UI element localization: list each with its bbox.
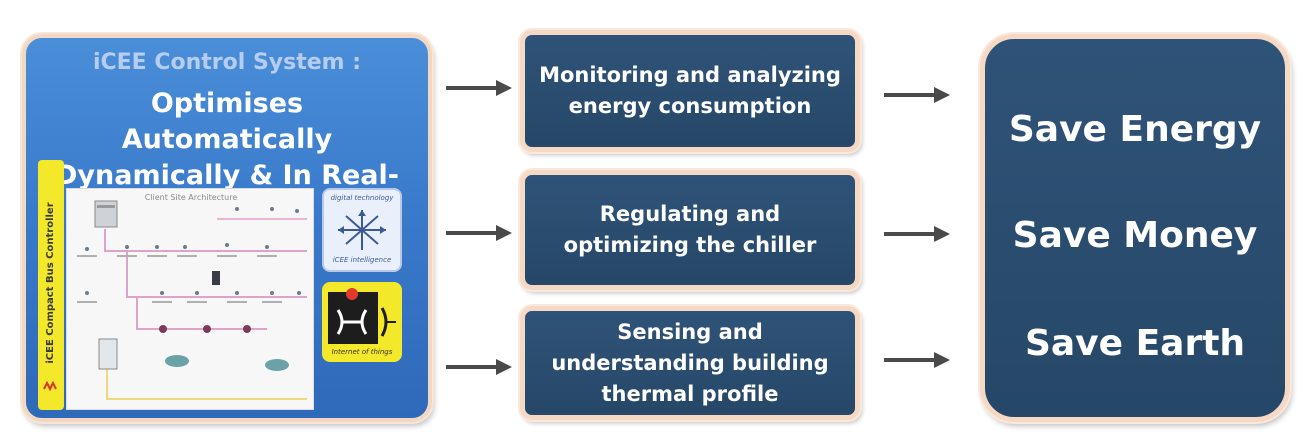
monitoring-process-box: Monitoring and analyzing energy consumpt…	[520, 30, 860, 152]
save-energy-text: Save Energy	[1008, 109, 1262, 150]
compact-bus-controller-label: iCEE Compact Bus Controller	[45, 202, 56, 364]
arrow-right-icon	[446, 80, 512, 96]
architecture-diagram-icon	[77, 200, 307, 400]
icee-control-panel: iCEE Control System : Optimises Automati…	[22, 34, 432, 422]
regulating-process-box: Regulating and optimizing the chiller	[520, 170, 860, 290]
brand-zigzag-icon	[43, 380, 57, 392]
icee-intelligence-label: iCEE intelligence	[332, 256, 392, 264]
arrow-right-icon	[446, 359, 512, 375]
digital-technology-label: digital technology	[330, 194, 394, 202]
digital-technology-badge: digital technology iCEE intelligence	[322, 188, 402, 272]
sensing-process-box: Sensing and understanding building therm…	[520, 306, 860, 420]
save-money-text: Save Money	[1012, 215, 1258, 256]
arrow-right-icon	[884, 87, 950, 103]
panel-subtitle: iCEE Control System :	[92, 50, 362, 75]
internet-of-things-label: Internet of things	[331, 348, 393, 356]
digital-network-icon	[338, 210, 386, 250]
site-architecture-image: Client Site Architecture	[66, 188, 314, 410]
architecture-title: Client Site Architecture	[144, 193, 238, 202]
arrow-right-icon	[884, 226, 950, 242]
results-box: Save Energy Save Money Save Earth	[980, 34, 1290, 422]
internet-of-things-badge: Internet of things	[322, 282, 402, 362]
iot-pi-icon	[328, 288, 396, 344]
arrow-right-icon	[446, 225, 512, 241]
save-earth-text: Save Earth	[1024, 323, 1246, 364]
arrow-right-icon	[884, 352, 950, 368]
compact-bus-controller-bar: iCEE Compact Bus Controller	[38, 160, 64, 410]
